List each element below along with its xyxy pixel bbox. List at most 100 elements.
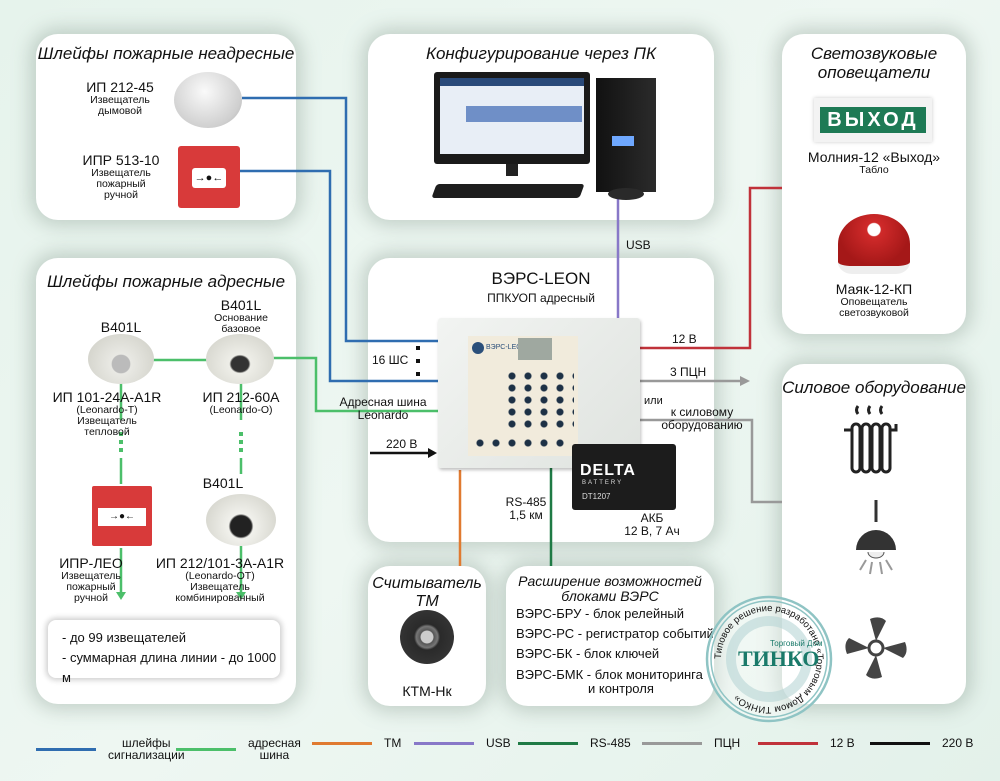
legend-item: 220 В <box>870 737 973 749</box>
wire-loop-manual <box>240 169 440 383</box>
device-label-ipr513-10: ИПР 513-10 Извещатель пожарный ручной <box>82 152 160 201</box>
panel-title-line1: Расширение возможностей <box>518 573 702 589</box>
arrow-right-icon <box>740 376 750 386</box>
legend-line-swatch <box>312 741 372 745</box>
controller-brand: ВЭРС-LEON <box>486 344 527 351</box>
expansion-item-rs: ВЭРС-РС - регистратор событий <box>516 626 714 641</box>
legend-line-swatch <box>758 741 818 745</box>
monitor-screen <box>440 78 584 154</box>
stamp-brand: ТИНКО <box>738 646 819 671</box>
strobe-beacon-image <box>838 214 910 274</box>
arrows-icon: →●← <box>192 168 226 188</box>
combined-detector-image <box>206 494 276 546</box>
legend-label: 12 В <box>830 736 855 750</box>
note-max-detectors: - до 99 извещателей <box>62 630 186 645</box>
legend-line-swatch <box>870 741 930 745</box>
legend-item: ПЦН <box>642 737 740 749</box>
battery-model: DT1207 <box>582 492 611 501</box>
v12-label: 12 В <box>672 332 697 346</box>
keyboard-image <box>431 184 585 198</box>
battery-sub: BATTERY <box>582 480 624 486</box>
pc-tower-image <box>596 78 656 192</box>
monitor-stand <box>506 164 518 176</box>
or-label: или <box>644 395 663 407</box>
expansion-item-bru: ВЭРС-БРУ - блок релейный <box>516 606 684 621</box>
legend-line-swatch <box>176 747 236 751</box>
lcd-display <box>518 338 552 360</box>
lamp-icon <box>856 500 896 575</box>
smoke-detector-address-image <box>206 334 274 384</box>
v220-label: 220 В <box>386 437 418 451</box>
legend-label: ТМ <box>384 736 402 750</box>
panel-title-line1: Светозвуковые <box>810 44 938 63</box>
expansion-list: ВЭРС-БРУ - блок релейный ВЭРС-РС - регис… <box>516 604 714 696</box>
legend-item: RS-485 <box>518 737 631 749</box>
panel-expansion: Расширение возможностей блоками ВЭРС <box>506 566 714 706</box>
panel-title-line1: Считыватель <box>372 575 482 592</box>
battery-brand: DELTA <box>580 462 636 479</box>
panel-alarms: Светозвуковые оповещатели <box>782 34 966 334</box>
keypad-buttons <box>504 370 574 430</box>
battery-image: DELTA BATTERY DT1207 <box>572 444 676 510</box>
wire-loop-smoke <box>242 96 440 343</box>
panel-title: Силовое оборудование <box>782 378 966 397</box>
panel-title: Шлейфы пожарные адресные <box>46 272 286 291</box>
legend-label: ПЦН <box>714 736 741 750</box>
note-line-length: - суммарная длина линии - до 1000 м <box>62 650 277 685</box>
legend-line-swatch <box>36 747 96 751</box>
heat-detector-image <box>88 334 154 384</box>
wire-12v <box>640 186 782 350</box>
controller-device-image: ВЭРС-LEON <box>438 318 640 468</box>
mouse-image <box>608 188 644 200</box>
panel-nonaddress-loops: Шлейфы пожарные неадресные <box>36 34 296 220</box>
shs-dots <box>416 346 420 376</box>
exit-sign-image: ВЫХОД <box>814 98 932 142</box>
fan-icon <box>845 617 907 679</box>
battery-label: АКБ 12 В, 7 Ач <box>624 511 680 538</box>
tm-reader-image <box>400 610 454 664</box>
expansion-item-bk: ВЭРС-БК - блок ключей <box>516 646 660 661</box>
wire-address-bus-to-panel <box>272 356 440 413</box>
legend-item: ТМ <box>312 737 401 749</box>
smoke-detector-image <box>174 72 242 128</box>
wire-power-equipment <box>640 418 782 504</box>
base-label-3: B401L <box>202 475 244 491</box>
controller-title: ВЭРС-LEON <box>491 269 591 288</box>
device-label-ip212-45: ИП 212-45 Извещатель дымовой <box>86 79 154 117</box>
monitor-image <box>434 72 590 164</box>
legend-label: 220 В <box>942 736 974 750</box>
legend-line-swatch <box>414 741 474 745</box>
controller-front-panel: ВЭРС-LEON <box>468 336 578 456</box>
base-label: B401L <box>100 319 142 335</box>
power-equipment-label: к силовому оборудованию <box>661 405 743 432</box>
power-icons <box>844 405 907 679</box>
panel-title-line2: ТМ <box>415 593 439 610</box>
function-buttons <box>472 438 572 448</box>
device-label-mayak: Маяк-12-КП Оповещатель светозвуковой <box>835 281 913 319</box>
legend-label: RS-485 <box>590 736 631 750</box>
arrows-icon: →●← <box>98 508 146 526</box>
radiator-icon <box>844 405 898 474</box>
legend-line-swatch <box>642 741 702 745</box>
device-label-molniya: Молния-12 «Выход» Табло <box>807 149 941 176</box>
tm-reader-label: КТМ-Нк <box>402 683 452 699</box>
pc-display <box>612 136 634 146</box>
base-label-2: B401L Основание базовое <box>214 297 268 335</box>
shs-label: 16 ШС <box>372 353 409 367</box>
panel-title: Шлейфы пожарные неадресные <box>37 44 295 63</box>
stamp-brand-small: Торговый Дом <box>770 639 823 648</box>
manual-call-point-leo-image: →●← <box>92 486 152 546</box>
expansion-item-bmk-cont: и контроля <box>588 681 654 696</box>
tinko-stamp: Типовое решение разработано «Торговым До… <box>705 595 833 723</box>
address-loop-notes: - до 99 извещателей - суммарная длина ли… <box>48 620 280 685</box>
address-bus-label: Адресная шина Leonardo <box>339 395 427 422</box>
arrow-down-icon <box>116 592 126 600</box>
pcn-label: 3 ПЦН <box>670 365 707 379</box>
legend-item: USB <box>414 737 511 749</box>
legend-item: 12 В <box>758 737 855 749</box>
